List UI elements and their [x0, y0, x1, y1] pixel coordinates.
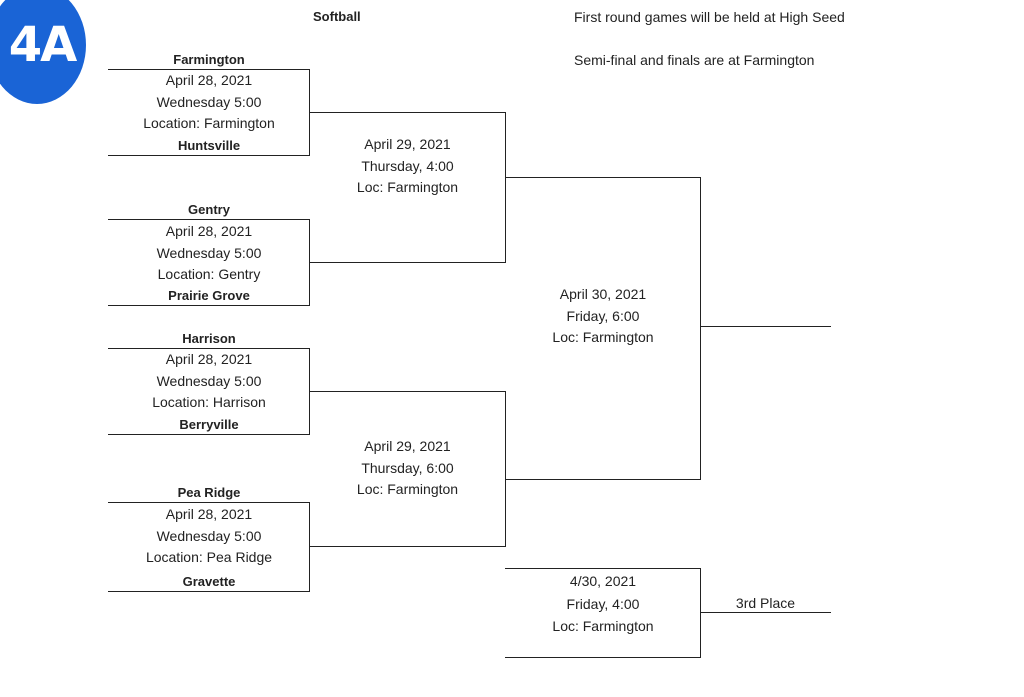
game1-info: April 28, 2021 Wednesday 5:00 Location: …	[108, 70, 310, 135]
game2-location: Location: Gentry	[157, 266, 261, 282]
semifinal2-location: Loc: Farmington	[356, 481, 459, 497]
bracket-line	[505, 479, 701, 480]
final-info: April 30, 2021 Friday, 6:00 Loc: Farming…	[505, 284, 701, 349]
team-farmington: Farmington	[173, 52, 245, 67]
third-place-line	[700, 612, 831, 613]
bracket-line	[108, 69, 310, 70]
game3-date: April 28, 2021	[165, 351, 253, 367]
final-location: Loc: Farmington	[552, 329, 654, 345]
game2-info: April 28, 2021 Wednesday 5:00 Location: …	[108, 221, 310, 286]
game3-time: Wednesday 5:00	[156, 372, 262, 389]
champion-line	[700, 326, 831, 327]
semifinal1-info: April 29, 2021 Thursday, 4:00 Loc: Farmi…	[309, 134, 506, 199]
team-prairie-grove: Prairie Grove	[168, 288, 250, 303]
game1-date: April 28, 2021	[165, 72, 253, 88]
bracket-line	[108, 155, 310, 156]
team-berryville: Berryville	[179, 417, 239, 432]
bracket-line	[108, 591, 310, 592]
bracket-line	[309, 112, 506, 113]
logo-4a: 4A	[0, 0, 86, 104]
game4-date: April 28, 2021	[165, 506, 253, 522]
third-place-location: Loc: Farmington	[552, 618, 654, 634]
bracket-line	[505, 657, 701, 658]
third-place-time: Friday, 4:00	[566, 595, 640, 612]
semifinal1-location: Loc: Farmington	[356, 179, 459, 195]
game3-info: April 28, 2021 Wednesday 5:00 Location: …	[108, 349, 310, 414]
team-gentry: Gentry	[188, 202, 230, 217]
note-semifinal-finals: Semi-final and finals are at Farmington	[574, 52, 815, 68]
game2-time: Wednesday 5:00	[156, 244, 262, 261]
bracket-line	[108, 348, 310, 349]
game4-time: Wednesday 5:00	[156, 527, 262, 544]
note-first-round: First round games will be held at High S…	[574, 9, 845, 25]
team-harrison: Harrison	[182, 331, 236, 346]
final-time: Friday, 6:00	[566, 307, 640, 324]
game3-location: Location: Harrison	[152, 394, 266, 410]
game4-info: April 28, 2021 Wednesday 5:00 Location: …	[108, 504, 310, 569]
team-pea-ridge: Pea Ridge	[177, 485, 241, 500]
bracket-line	[309, 546, 506, 547]
bracket-line	[505, 112, 506, 262]
bracket-line	[309, 391, 506, 392]
bracket-line	[108, 305, 310, 306]
bracket-line	[108, 219, 310, 220]
semifinal2-date: April 29, 2021	[364, 438, 451, 454]
bracket-line	[505, 177, 701, 178]
third-place-date: 4/30, 2021	[569, 573, 637, 589]
bracket-line	[505, 568, 701, 569]
logo-text: 4A	[8, 17, 78, 73]
semifinal1-time: Thursday, 4:00	[361, 157, 454, 174]
game1-time: Wednesday 5:00	[156, 93, 262, 110]
third-place-label: 3rd Place	[735, 595, 796, 611]
semifinal2-info: April 29, 2021 Thursday, 6:00 Loc: Farmi…	[309, 436, 506, 501]
final-date: April 30, 2021	[559, 286, 647, 302]
bracket-line	[108, 434, 310, 435]
bracket-line	[505, 391, 506, 546]
third-place-info: 4/30, 2021 Friday, 4:00 Loc: Farmington	[505, 570, 701, 638]
page-title: Softball	[313, 9, 361, 24]
semifinal1-date: April 29, 2021	[364, 136, 451, 152]
bracket-line	[108, 502, 310, 503]
game4-location: Location: Pea Ridge	[145, 549, 273, 565]
team-gravette: Gravette	[182, 574, 236, 589]
game1-location: Location: Farmington	[143, 115, 275, 131]
semifinal2-time: Thursday, 6:00	[361, 459, 454, 476]
bracket-line	[700, 177, 701, 479]
team-huntsville: Huntsville	[177, 138, 241, 153]
bracket-line	[309, 262, 506, 263]
game2-date: April 28, 2021	[165, 223, 253, 239]
